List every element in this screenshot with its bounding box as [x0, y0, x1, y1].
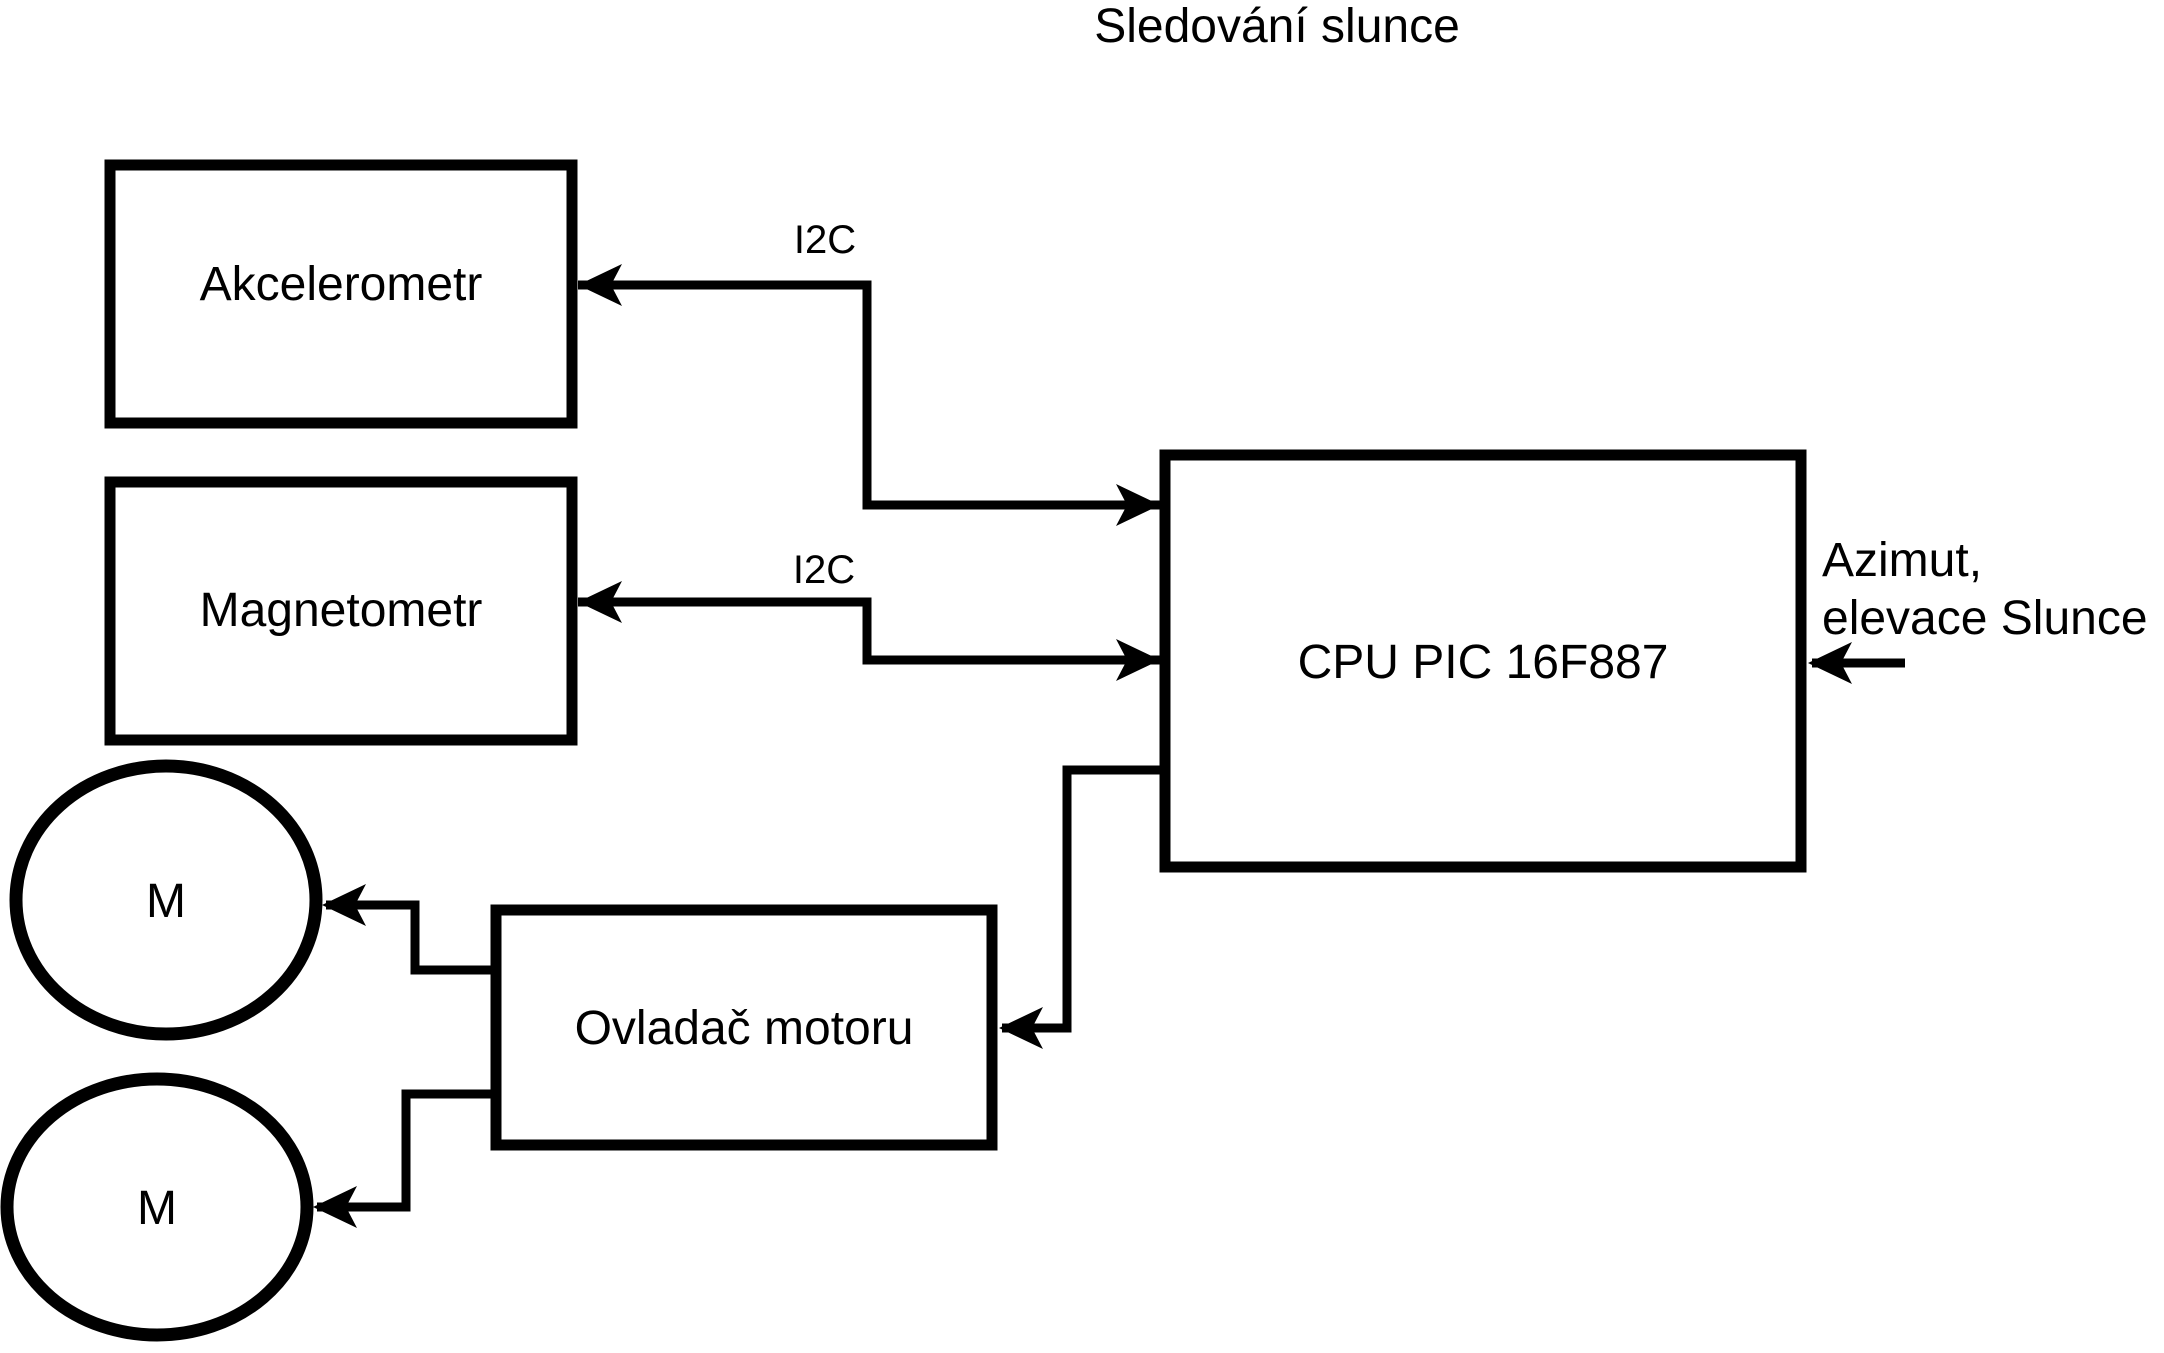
arrowhead-azimut-into-cpu: [1808, 642, 1852, 684]
arrowhead-i2c1-into-cpu: [1116, 484, 1160, 526]
arrowhead-into-motor2: [313, 1186, 357, 1228]
connector-ovladac-motor1: [326, 900, 491, 975]
node-magnetometr-box: [104, 476, 578, 746]
i2c-label-magnetometr: I2C: [793, 548, 855, 592]
connector-cpu-ovladac: [1002, 765, 1160, 1033]
connector-i2c-akcelerometr: [578, 280, 1160, 510]
node-ovladac-label: Ovladač motoru: [575, 1002, 914, 1055]
node-akcelerometr-box: [104, 159, 578, 429]
node-motor1-circle: [9, 759, 323, 1041]
arrowhead-into-ovladac: [999, 1007, 1043, 1049]
azimut-input-label-line2: elevace Slunce: [1822, 592, 2148, 645]
node-motor2-circle: [0, 1072, 314, 1342]
node-motor2-label: M: [137, 1182, 177, 1235]
node-cpu-label: CPU PIC 16F887: [1298, 636, 1669, 689]
arrowhead-into-motor1: [322, 884, 366, 926]
node-ovladac-box: [490, 904, 998, 1151]
arrowhead-into-magnetometr: [578, 581, 622, 623]
azimut-input-label-line1: Azimut,: [1822, 534, 1982, 587]
connector-ovladac-motor2: [317, 1089, 491, 1212]
node-akcelerometr-label: Akcelerometr: [200, 258, 483, 311]
arrowhead-into-akcelerometr: [578, 264, 622, 306]
diagram-title: Sledování slunce: [1094, 0, 1460, 53]
connector-i2c-magnetometr: [578, 597, 1160, 665]
arrowhead-i2c2-into-cpu: [1116, 639, 1160, 681]
node-cpu-box: [1159, 449, 1807, 873]
node-magnetometr-label: Magnetometr: [200, 584, 483, 637]
i2c-label-akcelerometr: I2C: [794, 218, 856, 262]
node-motor1-label: M: [146, 875, 186, 928]
